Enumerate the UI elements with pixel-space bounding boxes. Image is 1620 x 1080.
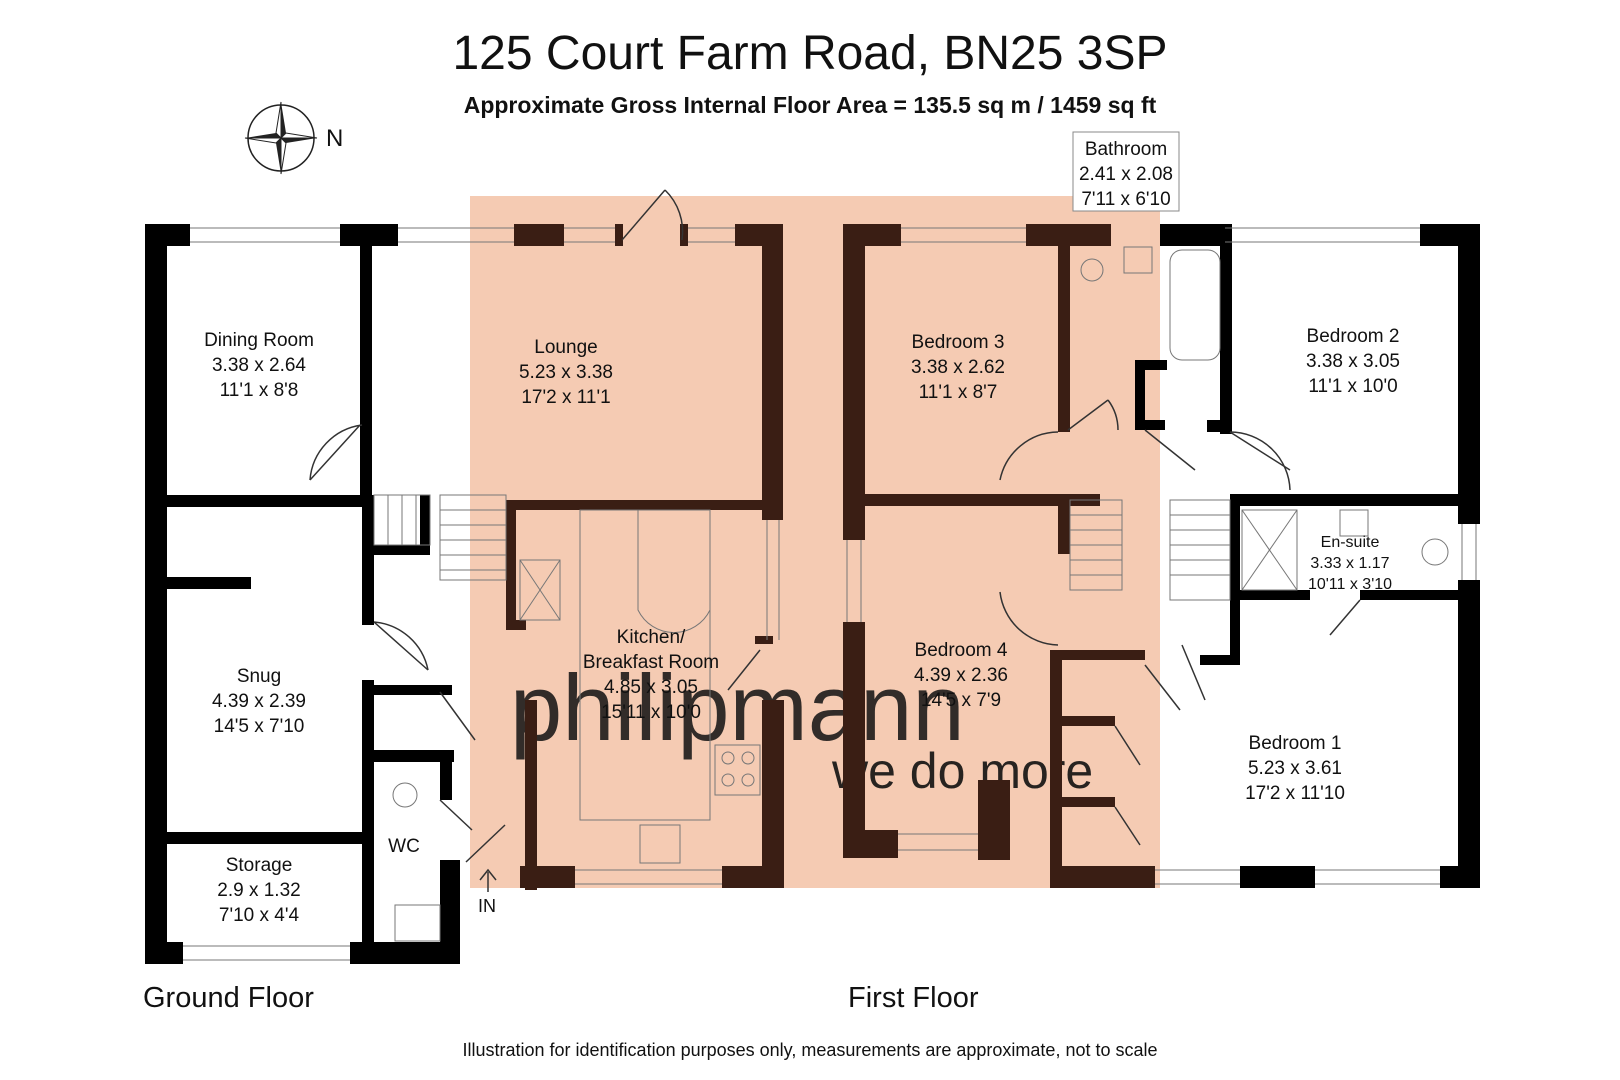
room-imperial: 17'2 x 11'1 — [521, 387, 610, 408]
room-bedroom-4: Bedroom 4 4.39 x 2.36 14'5 x 7'9 — [914, 640, 1008, 711]
wc-toilet-icon — [392, 782, 418, 808]
stairs — [373, 494, 1231, 601]
ground-floor-label: Ground Floor — [143, 982, 314, 1014]
windows — [183, 227, 1477, 961]
shower-icon — [1241, 509, 1298, 591]
room-metric: 2.9 x 1.32 — [217, 880, 300, 901]
room-metric: 3.38 x 2.62 — [911, 357, 1005, 378]
sink-icon — [639, 824, 681, 864]
room-name: Bedroom 1 — [1249, 733, 1342, 754]
room-name: Bedroom 2 — [1307, 326, 1400, 347]
room-imperial: 7'10 x 4'4 — [219, 905, 300, 926]
page-title: 125 Court Farm Road, BN25 3SP — [452, 27, 1168, 80]
door-swings — [309, 189, 1361, 863]
bathroom-basin-icon — [1123, 246, 1153, 274]
room-metric: 4.39 x 2.36 — [914, 665, 1008, 686]
highlight-area — [470, 196, 1160, 888]
room-kitchen: Kitchen/ Breakfast Room 4.85 x 3.05 15'1… — [583, 627, 719, 723]
room-metric: 5.23 x 3.38 — [519, 362, 613, 383]
room-name: En-suite — [1321, 534, 1380, 551]
room-name: Snug — [237, 666, 281, 687]
bath-icon — [1169, 249, 1221, 361]
first-floor-walls-left — [843, 224, 1155, 888]
ensuite-toilet-icon — [1421, 538, 1449, 566]
compass-rose-icon — [244, 101, 318, 175]
ensuite-basin-icon — [1339, 509, 1369, 537]
room-name: Dining Room — [204, 330, 314, 351]
room-bathroom: Bathroom 2.41 x 2.08 7'11 x 6'10 — [1079, 139, 1173, 210]
hob-icon — [714, 744, 761, 796]
room-imperial: 17'2 x 11'10 — [1245, 783, 1345, 804]
room-imperial: 7'11 x 6'10 — [1081, 189, 1170, 210]
room-imperial: 15'11 x 10'0 — [601, 702, 701, 723]
kitchen-unit — [519, 559, 561, 621]
room-imperial: 10'11 x 3'10 — [1308, 576, 1392, 593]
room-bedroom-1: Bedroom 1 5.23 x 3.61 17'2 x 11'10 — [1245, 733, 1345, 804]
room-metric: 3.38 x 2.64 — [212, 355, 306, 376]
room-metric: 5.23 x 3.61 — [1248, 758, 1342, 779]
room-bedroom-3: Bedroom 3 3.38 x 2.62 11'1 x 8'7 — [911, 332, 1005, 403]
bathroom-toilet-icon — [1080, 258, 1104, 282]
room-wc: WC — [388, 836, 420, 857]
room-name: Storage — [226, 855, 293, 876]
room-name: Bathroom — [1085, 139, 1167, 160]
room-metric: 3.33 x 1.17 — [1310, 555, 1389, 572]
room-metric: 2.41 x 2.08 — [1079, 164, 1173, 185]
watermark-tagline: we do more — [831, 743, 1093, 799]
room-metric: 4.39 x 2.39 — [212, 691, 306, 712]
room-imperial: 14'5 x 7'10 — [214, 716, 305, 737]
room-storage: Storage 2.9 x 1.32 7'10 x 4'4 — [217, 855, 300, 926]
first-floor-label: First Floor — [848, 982, 979, 1014]
room-dining: Dining Room 3.38 x 2.64 11'1 x 8'8 — [204, 330, 314, 401]
ground-floor-walls — [145, 224, 460, 964]
room-imperial: 11'1 x 8'7 — [919, 382, 998, 403]
watermark-brand: philipmann — [510, 655, 965, 760]
room-imperial: 14'5 x 7'9 — [921, 690, 1001, 711]
wc-basin-icon — [394, 904, 441, 942]
room-ensuite: En-suite 3.33 x 1.17 10'11 x 3'10 — [1308, 534, 1392, 593]
room-bedroom-2: Bedroom 2 3.38 x 3.05 11'1 x 10'0 — [1306, 326, 1400, 397]
room-name: Bedroom 4 — [915, 640, 1008, 661]
room-imperial: 11'1 x 8'8 — [220, 380, 299, 401]
entrance-label: IN — [478, 896, 496, 916]
disclaimer: Illustration for identification purposes… — [462, 1040, 1158, 1060]
room-metric: 3.38 x 3.05 — [1306, 351, 1400, 372]
floor-area-subtitle: Approximate Gross Internal Floor Area = … — [463, 92, 1157, 118]
room-metric: 4.85 x 3.05 — [604, 677, 698, 698]
room-name: Lounge — [534, 337, 597, 358]
entrance-arrow-icon — [479, 868, 497, 892]
room-lounge: Lounge 5.23 x 3.38 17'2 x 11'1 — [519, 337, 613, 408]
room-imperial: 11'1 x 10'0 — [1308, 376, 1397, 397]
lounge-kitchen-walls — [506, 224, 784, 890]
room-name: WC — [388, 836, 420, 857]
fixtures — [392, 246, 1449, 942]
room-snug: Snug 4.39 x 2.39 14'5 x 7'10 — [212, 666, 306, 737]
kitchen-island — [579, 509, 711, 821]
compass-north-label: N — [326, 125, 343, 152]
room-name-line2: Breakfast Room — [583, 652, 719, 673]
room-name: Bedroom 3 — [912, 332, 1005, 353]
first-floor-walls-right — [1135, 224, 1480, 888]
room-name-line1: Kitchen/ — [617, 627, 686, 648]
bathroom-label-box — [1072, 131, 1180, 212]
watermark: philipmann we do more — [510, 655, 1093, 799]
